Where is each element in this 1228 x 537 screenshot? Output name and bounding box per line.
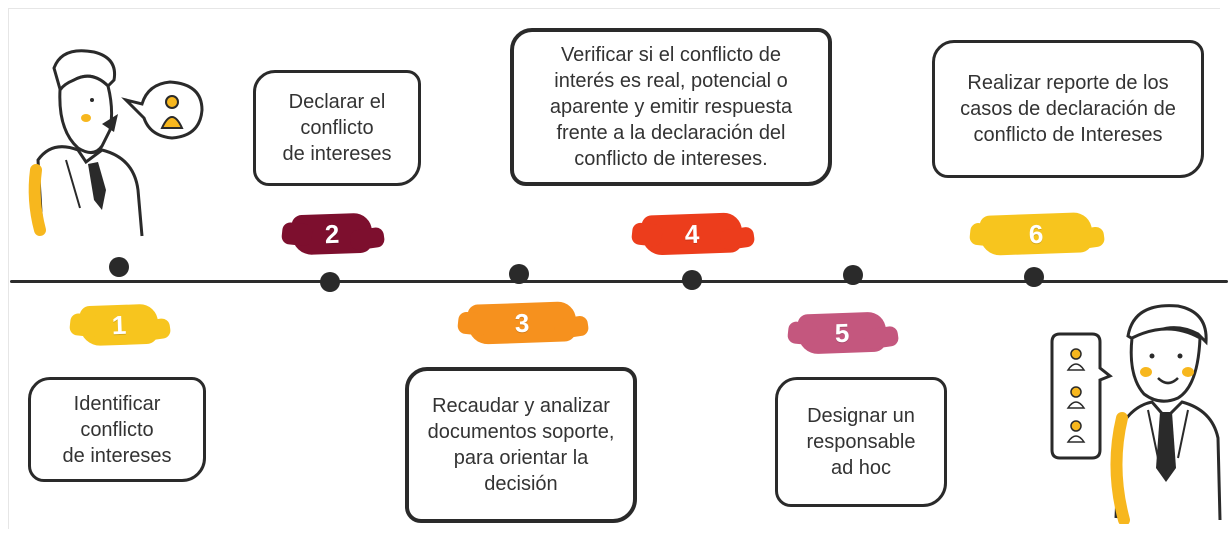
step-badge-2: 2 — [291, 212, 373, 256]
step-badge-1: 1 — [79, 303, 159, 347]
step-number-2: 2 — [324, 218, 340, 249]
step-box-2: Declarar el conflicto de intereses — [253, 70, 421, 186]
timeline-dot-6 — [1024, 267, 1044, 287]
step-text-4: Verificar si el conflicto de interés es … — [549, 44, 793, 170]
step-number-5: 5 — [834, 317, 850, 348]
man-smiling-icon — [1050, 304, 1222, 524]
timeline-dot-4 — [682, 270, 702, 290]
step-number-1: 1 — [111, 309, 127, 340]
step-number-6: 6 — [1028, 218, 1044, 249]
step-box-4: Verificar si el conflicto de interés es … — [510, 28, 832, 186]
step-box-1: Identificar conflicto de intereses — [28, 377, 206, 482]
timeline-dot-5 — [843, 265, 863, 285]
step-box-5: Designar un responsable ad hoc — [775, 377, 947, 507]
timeline-dot-2 — [320, 272, 340, 292]
step-number-3: 3 — [514, 307, 530, 338]
timeline-dot-3 — [509, 264, 529, 284]
step-text-3: Recaudar y analizar documentos soporte, … — [427, 395, 615, 495]
step-badge-3: 3 — [467, 301, 577, 345]
diagram-frame — [8, 8, 1220, 529]
step-text-6: Realizar reporte de los casos de declara… — [960, 72, 1176, 146]
timeline-line — [10, 280, 1228, 283]
step-badge-5: 5 — [797, 311, 887, 355]
step-text-5: Designar un responsable ad hoc — [806, 405, 916, 479]
man-speaking-icon — [28, 49, 204, 237]
step-badge-4: 4 — [641, 212, 743, 256]
step-box-3: Recaudar y analizar documentos soporte, … — [405, 367, 637, 523]
step-badge-6: 6 — [979, 212, 1093, 256]
step-number-4: 4 — [684, 218, 700, 249]
step-box-6: Realizar reporte de los casos de declara… — [932, 40, 1204, 178]
timeline-dot-1 — [109, 257, 129, 277]
step-text-2: Declarar el conflicto de intereses — [282, 91, 392, 165]
step-text-1: Identificar conflicto de intereses — [62, 392, 172, 467]
